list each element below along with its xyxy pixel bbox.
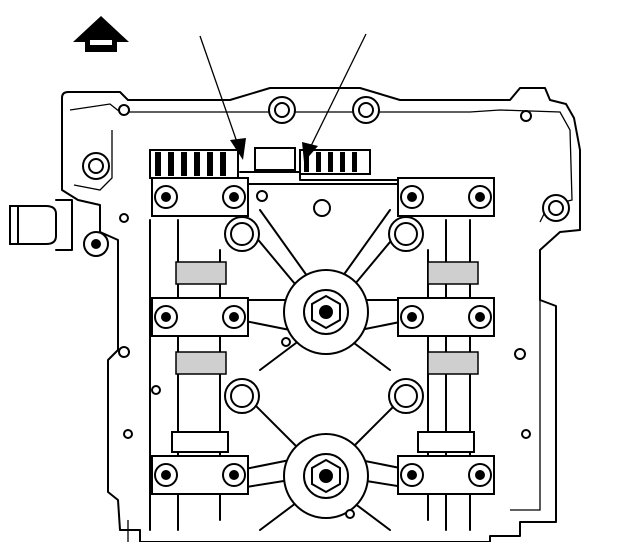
head-bolt	[388, 378, 424, 414]
center-tower-lower	[283, 433, 369, 519]
flange-bolt	[83, 231, 109, 257]
bolt-head	[468, 463, 492, 487]
forward-arrow-icon	[73, 16, 129, 52]
bolt-head	[222, 463, 246, 487]
bolt-head	[154, 305, 178, 329]
mounting-holes	[118, 104, 532, 439]
bolt-head	[154, 463, 178, 487]
pointer-arrow-right	[302, 33, 367, 162]
coolant-outlet-pipe	[9, 199, 73, 251]
bolt-head	[154, 185, 178, 209]
bolt-head	[468, 185, 492, 209]
cylinder-head-outline	[61, 87, 581, 542]
bearing-cap-bolts	[154, 185, 492, 487]
flange-bolt	[82, 152, 110, 180]
flange-bolt	[352, 96, 380, 124]
bolt-head	[222, 305, 246, 329]
head-bolt	[224, 378, 260, 414]
head-bolt	[388, 216, 424, 252]
pointer-arrow-left	[199, 35, 246, 160]
bolt-head	[400, 305, 424, 329]
flange-bolt	[542, 194, 570, 222]
head-bolt	[224, 216, 260, 252]
bolt-head	[400, 463, 424, 487]
bolt-head	[468, 305, 492, 329]
perimeter-bolts	[82, 96, 570, 257]
bolt-head	[222, 185, 246, 209]
head-bolts	[224, 216, 424, 414]
camshaft-lobes	[171, 261, 479, 453]
center-tower-upper	[281, 269, 369, 355]
flange-bolt	[268, 96, 296, 124]
bolt-head	[400, 185, 424, 209]
